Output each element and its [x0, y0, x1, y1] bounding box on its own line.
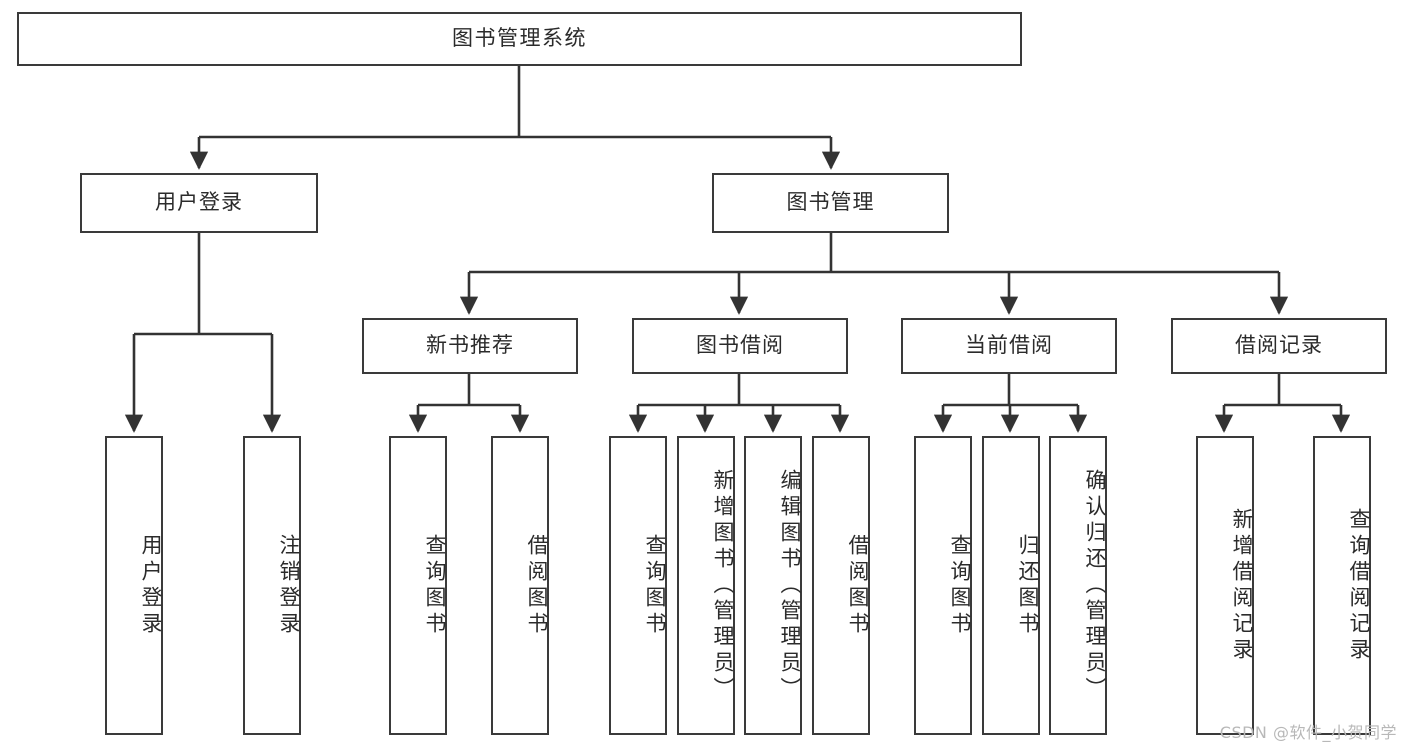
leaf-edit-book[interactable]: 编辑图书（管理员） — [744, 436, 802, 735]
leaf-borrow-book-1-label: 借阅图书 — [525, 533, 549, 638]
node-new-book-recommend[interactable]: 新书推荐 — [362, 318, 578, 374]
leaf-user-login[interactable]: 用户登录 — [105, 436, 163, 735]
node-root[interactable]: 图书管理系统 — [17, 12, 1022, 66]
leaf-add-record[interactable]: 新增借阅记录 — [1196, 436, 1254, 735]
leaf-query-record[interactable]: 查询借阅记录 — [1313, 436, 1371, 735]
leaf-borrow-book-2-label: 借阅图书 — [846, 533, 870, 638]
leaf-return-book-label: 归还图书 — [1016, 533, 1040, 638]
node-current-borrow[interactable]: 当前借阅 — [901, 318, 1117, 374]
leaf-confirm-return-label: 确认归还（管理员） — [1083, 468, 1107, 703]
watermark: CSDN @软件_小贺同学 — [1219, 723, 1397, 742]
leaf-add-book-label: 新增图书（管理员） — [711, 468, 735, 703]
leaf-add-record-label: 新增借阅记录 — [1230, 507, 1254, 664]
leaf-query-book-2-label: 查询图书 — [643, 533, 667, 638]
node-book-borrow[interactable]: 图书借阅 — [632, 318, 848, 374]
leaf-add-book[interactable]: 新增图书（管理员） — [677, 436, 735, 735]
leaf-borrow-book-1[interactable]: 借阅图书 — [491, 436, 549, 735]
leaf-borrow-book-2[interactable]: 借阅图书 — [812, 436, 870, 735]
node-user-login[interactable]: 用户登录 — [80, 173, 318, 233]
node-book-manage[interactable]: 图书管理 — [712, 173, 949, 233]
leaf-user-logout[interactable]: 注销登录 — [243, 436, 301, 735]
leaf-query-book-3[interactable]: 查询图书 — [914, 436, 972, 735]
leaf-query-record-label: 查询借阅记录 — [1347, 507, 1371, 664]
leaf-query-book-2[interactable]: 查询图书 — [609, 436, 667, 735]
leaf-query-book-1[interactable]: 查询图书 — [389, 436, 447, 735]
leaf-query-book-1-label: 查询图书 — [423, 533, 447, 638]
leaf-edit-book-label: 编辑图书（管理员） — [778, 468, 802, 703]
leaf-user-logout-label: 注销登录 — [277, 533, 301, 638]
leaf-query-book-3-label: 查询图书 — [948, 533, 972, 638]
leaf-confirm-return[interactable]: 确认归还（管理员） — [1049, 436, 1107, 735]
leaf-user-login-label: 用户登录 — [139, 533, 163, 638]
leaf-return-book[interactable]: 归还图书 — [982, 436, 1040, 735]
node-borrow-record[interactable]: 借阅记录 — [1171, 318, 1387, 374]
